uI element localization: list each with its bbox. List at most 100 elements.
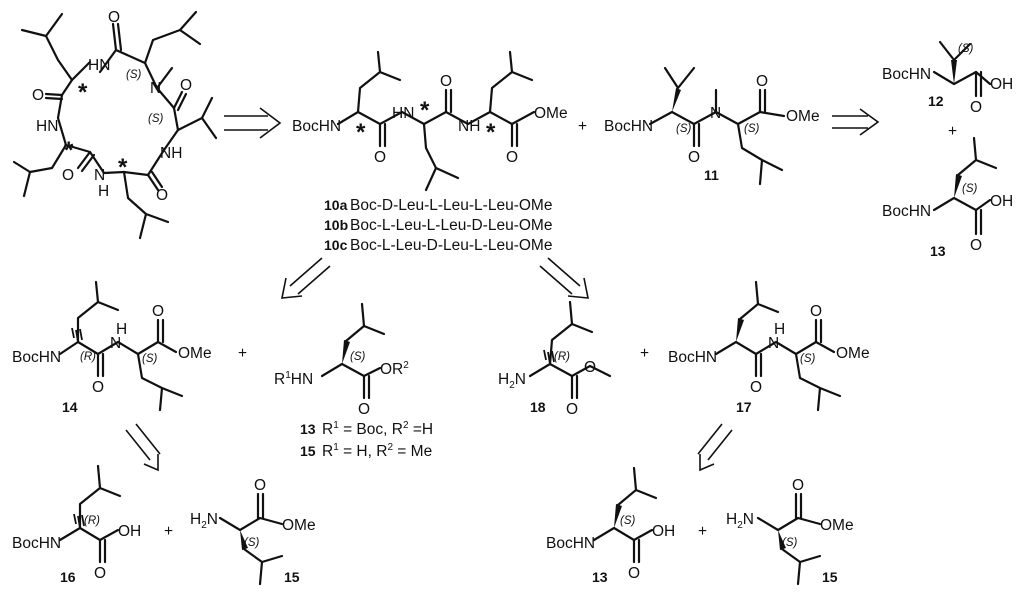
stereo-label: (S) — [126, 69, 142, 81]
atom-ome: OMe — [786, 108, 820, 125]
cyclic-peptide: HN N NH N H HN O O O O O (S) (S) * * * — [12, 9, 218, 240]
atom-bochn: BocHN — [882, 66, 931, 83]
retro-arrow — [125, 423, 161, 472]
atom-nh: NH — [160, 145, 182, 162]
compound-id: 13 — [300, 421, 316, 437]
compound-sequence: Boc-L-Leu-D-Leu-L-Leu-OMe — [350, 237, 552, 254]
atom-bochn: BocHN — [292, 118, 341, 135]
compound-id: 11 — [704, 167, 719, 183]
stereo-label: (S) — [744, 123, 760, 135]
stereo-label: (S) — [244, 537, 260, 549]
compound-12: BocHN OH O (S) 12 — [882, 40, 1013, 116]
stereo-label: (S) — [676, 123, 692, 135]
atom-bochn: BocHN — [882, 203, 931, 220]
compound-15-bottom: H2N O OMe (S) 15 — [726, 477, 854, 586]
compound-sequence: Boc-L-Leu-L-Leu-D-Leu-OMe — [350, 217, 552, 234]
plus-sign: + — [238, 345, 247, 362]
atom-o: O — [108, 9, 120, 26]
plus-sign: + — [698, 523, 707, 540]
atom-oh: OH — [652, 523, 675, 540]
atom-o: O — [156, 187, 168, 204]
retro-arrow — [224, 107, 282, 139]
atom-n: N — [710, 105, 721, 122]
atom-o: O — [792, 477, 804, 494]
legend-text: R1 = H, R2 = Me — [322, 442, 432, 460]
atom-hn: HN — [36, 118, 58, 135]
atom-o: O — [92, 379, 104, 396]
atom-h2n: H2N — [726, 511, 754, 531]
compound-id: 13 — [930, 243, 946, 259]
atom-h2n: H2N — [190, 511, 218, 531]
stereo-label: (S) — [782, 537, 798, 549]
atom-oh: OH — [990, 76, 1013, 93]
compound-15: H2N O OMe (S) 15 — [190, 477, 316, 586]
retro-arrow — [832, 108, 880, 136]
atom-bochn: BocHN — [12, 349, 61, 366]
atom-o: O — [32, 87, 44, 104]
compound-17: BocHN N H O O OMe (S) 17 — [668, 280, 870, 415]
atom-hn: HN — [88, 57, 110, 74]
atom-o: O — [584, 359, 596, 376]
atom-ome: OMe — [836, 345, 870, 362]
compound-id: 10a — [324, 197, 348, 213]
atom-o: O — [62, 167, 74, 184]
stereo-label: (S) — [148, 113, 164, 125]
stereo-label: (S) — [350, 351, 366, 363]
retro-arrow — [539, 257, 589, 299]
compound-id: 14 — [62, 399, 78, 415]
atom-o: O — [180, 77, 192, 94]
atom-bochn: BocHN — [546, 535, 595, 552]
plus-sign: + — [640, 345, 649, 362]
stereo-label: (R) — [80, 351, 96, 363]
atom-o: O — [688, 149, 700, 166]
stereo-label: (S) — [800, 353, 816, 365]
atom-or2: OR2 — [380, 360, 409, 378]
legend-text: R1 = Boc, R2 =H — [322, 420, 433, 438]
atom-o: O — [440, 73, 452, 90]
atom-r1hn: R1HN — [274, 370, 313, 388]
atom-h2n: H2N — [498, 371, 526, 391]
tripeptide-10: BocHN HN NH O O O OMe * * * — [292, 50, 568, 192]
atom-o: O — [374, 149, 386, 166]
atom-bochn: BocHN — [12, 535, 61, 552]
compound-id: 15 — [822, 569, 838, 585]
plus-sign: + — [948, 123, 957, 140]
atom-ome: OMe — [820, 517, 854, 534]
atom-o: O — [358, 401, 370, 418]
atom-nh: N — [768, 335, 779, 352]
atom-nh: N — [110, 335, 121, 352]
stereocenter-star: * — [78, 79, 88, 106]
stereocenter-star: * — [486, 119, 496, 146]
atom-oh: OH — [990, 193, 1013, 210]
atom-o: O — [94, 565, 106, 582]
atom-ome: OMe — [534, 105, 568, 122]
compound-13: BocHN OH O (S) 13 — [882, 136, 1013, 259]
atom-o: O — [254, 477, 266, 494]
stereo-label: (S) — [962, 183, 978, 195]
atom-ome: OMe — [178, 345, 212, 362]
atom-o: O — [970, 99, 982, 116]
compound-sequence: Boc-D-Leu-L-Leu-L-Leu-OMe — [350, 197, 552, 214]
atom-ome: OMe — [282, 517, 316, 534]
atom-o: O — [970, 237, 982, 254]
atom-o: O — [756, 73, 768, 90]
atom-h: H — [116, 321, 127, 338]
retro-arrow — [281, 257, 331, 299]
stereo-label: (S) — [620, 515, 636, 527]
stereocenter-star: * — [420, 97, 430, 124]
atom-h: H — [98, 183, 109, 200]
compound-id: 15 — [284, 569, 300, 585]
atom-bochn: BocHN — [604, 118, 653, 135]
compound-id: 15 — [300, 443, 316, 459]
compound-id: 13 — [592, 569, 608, 585]
compound-14: BocHN N H O O OMe (R) (S) 14 — [12, 280, 212, 415]
atom-o: O — [152, 303, 164, 320]
atom-oh: OH — [118, 523, 141, 540]
atom-nh: NH — [458, 118, 480, 135]
compound-13-15-generic: R1HN OR2 O (S) — [274, 302, 409, 418]
stereo-label: (R) — [84, 515, 100, 527]
compound-id: 17 — [736, 399, 752, 415]
stereo-label: (S) — [958, 43, 974, 55]
compound-id: 16 — [60, 569, 76, 585]
